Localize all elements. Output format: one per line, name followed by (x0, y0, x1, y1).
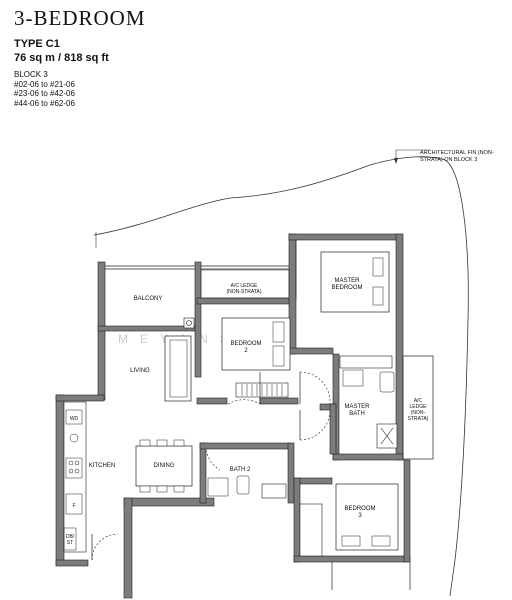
pillow-icon (372, 257, 384, 277)
pillow-icon (341, 535, 361, 547)
room-label-ac-ledge-right-4: STRATA) (408, 416, 429, 422)
sink-icon (69, 433, 79, 443)
bedroom3-wardrobe-icon (299, 503, 323, 557)
room-label-ac-ledge-right-3: (NON- (411, 410, 426, 416)
room-label-bedroom3: BEDROOM (344, 506, 375, 512)
sofa-seat (169, 339, 188, 398)
block-label: BLOCK 3 (14, 70, 48, 79)
label-st: ST (67, 540, 73, 546)
burner-icon (74, 460, 80, 466)
unit-range: #44-06 to #62-06 (14, 98, 75, 108)
room-labels: BALCONY A/C LEDGE (NON-STRATA) MASTER BE… (66, 278, 429, 546)
bath2-toilet-icon (236, 475, 250, 495)
room-label-bath2: BATH 2 (230, 467, 251, 473)
pillow-icon (272, 345, 285, 367)
label-wd: WD (70, 416, 79, 422)
bedroom3-bed-icon (335, 483, 399, 551)
burner-icon (74, 468, 80, 474)
toilet-icon (379, 371, 395, 393)
windows (105, 240, 434, 590)
basin-icon (342, 369, 364, 387)
room-label-master-bath: MASTER (344, 404, 370, 410)
column-circle-icon (186, 320, 192, 326)
burner-icon (68, 460, 74, 466)
room-label-balcony: BALCONY (134, 296, 163, 302)
room-label-master-bath-2: BATH (349, 411, 365, 417)
room-label-bedroom2: BEDROOM (230, 341, 261, 347)
pillow-icon (371, 535, 391, 547)
sofa-icon (164, 335, 192, 402)
label-fridge: F (72, 503, 75, 509)
door-leaves (91, 372, 301, 560)
walls (55, 233, 411, 599)
leader-arrow-icon (394, 158, 398, 164)
bedroom2-bed-icon (221, 317, 291, 371)
fridge-icon (65, 493, 83, 515)
shower-x (380, 427, 394, 445)
unit-range: #23-06 to #42-06 (14, 89, 75, 98)
fin-annotation: ARCHITECTURAL FIN (NON-STRATA) ON BLOCK … (420, 150, 494, 163)
room-label-bedroom2-num: 2 (244, 348, 248, 354)
label-db: DB/ (66, 534, 75, 540)
room-label-ac-ledge: A/C LEDGE (231, 283, 258, 289)
db-store-icon (63, 527, 77, 551)
unit-type: TYPE C1 (14, 38, 60, 50)
pillow-icon (272, 321, 285, 343)
ac-ledge-top (200, 269, 290, 299)
unit-list: BLOCK 3 #02-06 to #21-06 #23-06 to #42-0… (14, 70, 75, 108)
room-label-ac-ledge-sub: (NON-STRATA) (226, 289, 261, 295)
hob-icon (65, 457, 83, 479)
pillow-icon (372, 286, 384, 306)
room-label-dining: DINING (154, 463, 175, 469)
master-wardrobe-icon (339, 355, 393, 369)
room-label-master-bedroom: MASTER (334, 278, 360, 284)
burner-icon (68, 468, 74, 474)
unit-area: 76 sq m / 818 sq ft (14, 52, 109, 64)
column-icon (183, 317, 195, 329)
bath2-basin-icon (207, 477, 229, 497)
room-label-living: LIVING (130, 368, 150, 374)
washer-dryer-icon (65, 409, 83, 425)
leader-line (395, 149, 430, 160)
page-title: 3-BEDROOM (14, 6, 146, 30)
dining-chairs (139, 439, 185, 493)
bath2-shower-icon (261, 483, 287, 499)
room-label-ac-ledge-right-2: LEDGE (410, 404, 428, 410)
room-label-ac-ledge-right: A/C (414, 398, 423, 404)
room-label-bedroom3-num: 3 (358, 513, 362, 519)
kitchen-counter (63, 401, 87, 553)
room-label-master-bedroom-2: BEDROOM (331, 285, 362, 291)
wardrobe-lines (241, 384, 283, 396)
architectural-fin-outline (93, 156, 469, 597)
unit-range: #02-06 to #21-06 (14, 79, 75, 89)
room-label-kitchen: KITCHEN (89, 463, 115, 469)
master-bed-icon (320, 251, 390, 313)
